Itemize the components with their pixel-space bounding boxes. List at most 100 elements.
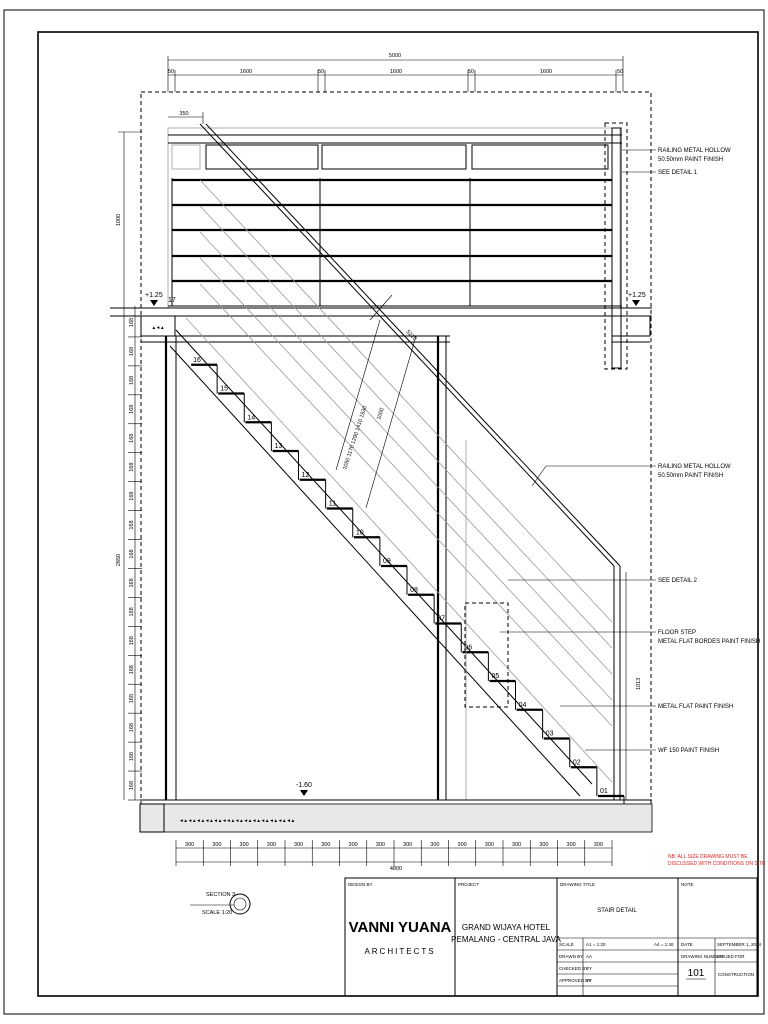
svg-text:SCALE 1:20: SCALE 1:20: [202, 910, 232, 916]
svg-text:DATE: DATE: [681, 942, 693, 947]
riser-dim-label: 168: [129, 781, 135, 790]
bottom-dim-label: 300: [567, 842, 576, 848]
stair-steps: [191, 363, 625, 825]
riser-dim-label: 168: [129, 463, 135, 472]
red-note: NB: ALL SIZE DRAWING MUST BE DISCUSSED W…: [668, 854, 766, 867]
svg-text:NOTE: NOTE: [681, 882, 694, 887]
bottom-dim-label: 300: [458, 842, 467, 848]
dim-top-seg: 1600: [240, 69, 252, 75]
bottom-dim-label: 300: [349, 842, 358, 848]
dim-diagonal-2: 1000: [376, 407, 385, 421]
svg-text:NB: ALL SIZE DRAWING MUST BE: NB: ALL SIZE DRAWING MUST BE: [668, 854, 748, 860]
dim-top-seg: 50: [468, 69, 474, 75]
outer-border: [3, 9, 765, 1015]
svg-text:PROJECT: PROJECT: [458, 882, 479, 887]
svg-text:50.50mm PAINT FINISH: 50.50mm PAINT FINISH: [658, 157, 723, 163]
svg-text:CHECKED BY: CHECKED BY: [559, 966, 588, 971]
svg-text:SEPTEMBER 1, 2024: SEPTEMBER 1, 2024: [717, 942, 762, 947]
drawing-number: 101: [688, 968, 705, 979]
section-label: SECTION 3 SCALE 1:20: [190, 892, 251, 916]
riser-dim-label: 168: [129, 318, 135, 327]
bottom-dim-label: 300: [403, 842, 412, 848]
bottom-dim-label: 300: [212, 842, 221, 848]
svg-text:SEE DETAIL 2: SEE DETAIL 2: [658, 578, 698, 584]
svg-text:◂ ▴ ◂ ▴ ◂ ▴ ◂ ▴ ◂ ▴: ◂ ▴ ◂ ▴ ◂ ▴ ◂ ▴ ◂ ▴ ◂ ◂ ▴ ◂ ▴ ◂ ▴ ◂ ▴ ◂ …: [180, 818, 295, 824]
svg-text:▴ ◂ ▴: ▴ ◂ ▴: [152, 325, 164, 331]
svg-text:VY: VY: [586, 966, 592, 971]
dim-right-vertical: 1013: [636, 678, 642, 690]
svg-text:A1 = 1:20: A1 = 1:20: [586, 942, 606, 947]
bottom-dim-label: 300: [430, 842, 439, 848]
riser-dim-label: 168: [129, 347, 135, 356]
annotation-floor-step: FLOOR STEP METAL FLAT BORDES PAINT FINIS…: [500, 630, 760, 645]
svg-text:VY: VY: [586, 978, 592, 983]
annotation-railing-top: RAILING METAL HOLLOW 50.50mm PAINT FINIS…: [622, 148, 731, 176]
svg-text:50.50mm PAINT FINISH: 50.50mm PAINT FINISH: [658, 473, 723, 479]
riser-dim-label: 168: [129, 636, 135, 645]
top-dimension-chain: 5000 50 1600 50 1600 50 1600 50: [167, 53, 624, 92]
svg-text:ISSUED FOR: ISSUED FOR: [717, 954, 745, 959]
step-number: 16: [193, 357, 201, 364]
dim-rail-height: 1000: [116, 214, 122, 226]
dim-bottom-total: 4800: [390, 866, 402, 872]
firm-name: VANNI YUANA: [349, 919, 452, 936]
project-location: PEMALANG - CENTRAL JAVA: [451, 935, 561, 944]
upper-slab: ▴ ◂ ▴: [110, 307, 652, 800]
svg-text:SECTION 3: SECTION 3: [206, 892, 235, 898]
svg-text:AA: AA: [586, 954, 592, 959]
riser-dim-label: 168: [129, 520, 135, 529]
drawing-title: STAIR DETAIL: [597, 908, 637, 914]
upper-railing: 350: [167, 111, 628, 370]
svg-text:SEE DETAIL 1: SEE DETAIL 1: [658, 170, 698, 176]
svg-text:A4 = 1:40: A4 = 1:40: [654, 942, 674, 947]
svg-text:+1.25: +1.25: [145, 292, 163, 299]
bottom-dim-label: 300: [267, 842, 276, 848]
annotation-wf: WF 150 PAINT FINISH: [585, 748, 719, 754]
svg-text:DRAWING NUMBER: DRAWING NUMBER: [681, 954, 724, 959]
dim-left-total: 2850: [116, 554, 122, 566]
riser-dim-label: 168: [129, 578, 135, 587]
dim-top-seg: 1600: [390, 69, 402, 75]
step-number: 15: [220, 386, 228, 393]
bottom-dim-label: 300: [376, 842, 385, 848]
svg-text:-1.60: -1.60: [296, 782, 312, 789]
step-number: 14: [247, 414, 255, 421]
step-number: 09: [383, 558, 391, 565]
step-number: 02: [573, 759, 581, 766]
riser-dim-label: 168: [129, 549, 135, 558]
step-number: 13: [275, 443, 283, 450]
level-marker-upper-left: +1.25: [145, 292, 163, 306]
svg-text:APPROVED BY: APPROVED BY: [559, 978, 591, 983]
svg-text:+1.25: +1.25: [628, 292, 646, 299]
base-slab: ◂ ▴ ◂ ▴ ◂ ▴ ◂ ▴ ◂ ▴ ◂ ◂ ▴ ◂ ▴ ◂ ▴ ◂ ▴ ◂ …: [139, 799, 653, 833]
step-number: 10: [356, 529, 364, 536]
svg-text:METAL FLAT PAINT FINISH: METAL FLAT PAINT FINISH: [658, 704, 733, 710]
level-marker-lower: -1.60: [296, 782, 312, 796]
svg-text:CONSTRUCTION: CONSTRUCTION: [718, 972, 754, 977]
dim-top-seg: 50: [318, 69, 324, 75]
step-number: 11: [329, 501, 336, 508]
step-number: 17: [168, 297, 176, 304]
step-number: 06: [464, 644, 472, 651]
bottom-dim-label: 300: [321, 842, 330, 848]
section-boundary: [140, 91, 652, 811]
annotation-metal-flat: METAL FLAT PAINT FINISH: [560, 704, 733, 710]
bottom-dim-label: 300: [539, 842, 548, 848]
left-dimension-chain: 1000 2850 168 168 168 168 168 168 168 168 168 168…: [116, 131, 142, 801]
riser-dim-label: 168: [129, 405, 135, 414]
level-marker-upper-right: +1.25: [628, 292, 646, 306]
dim-top-total: 5000: [389, 53, 401, 59]
step-number: 07: [437, 616, 445, 623]
riser-dim-label: 168: [129, 752, 135, 761]
svg-text:DISCUSSED WITH CONDITIONS ON S: DISCUSSED WITH CONDITIONS ON SITE: [668, 861, 766, 867]
step-number: 12: [302, 472, 310, 479]
svg-text:FLOOR STEP: FLOOR STEP: [658, 630, 696, 636]
firm-sub: ARCHITECTS: [364, 947, 435, 956]
riser-dim-label: 168: [129, 665, 135, 674]
step-number: 08: [410, 587, 418, 594]
detail-2-callout: [464, 602, 509, 708]
riser-dim-label: 168: [129, 723, 135, 732]
bottom-dim-label: 300: [240, 842, 249, 848]
